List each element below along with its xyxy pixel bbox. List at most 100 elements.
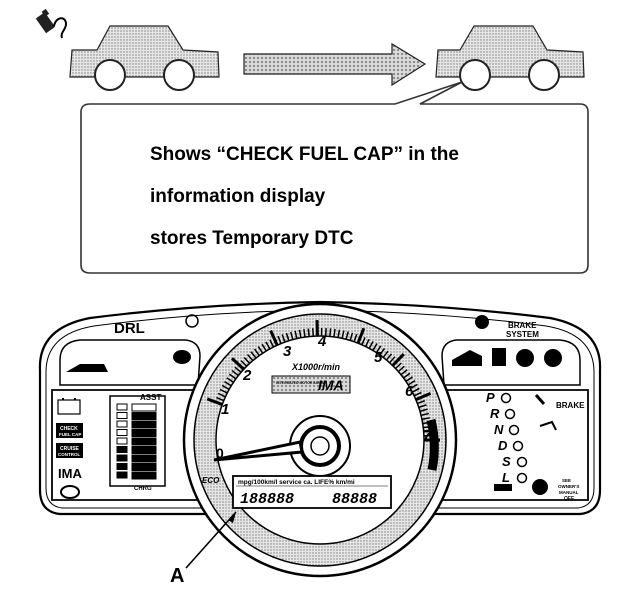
brake-label: BRAKE xyxy=(556,401,585,410)
bar-segment-left xyxy=(116,471,128,479)
instrument-cluster xyxy=(38,300,602,578)
gear-S: S xyxy=(502,454,511,469)
tach-tick xyxy=(418,404,427,409)
tach-tick xyxy=(389,356,396,364)
callout-line-2: information display xyxy=(150,186,326,207)
check-fuel-cap-indicator xyxy=(56,423,83,438)
bar-segment-right xyxy=(131,471,157,480)
chrg-label: CHRG xyxy=(134,486,152,492)
tach-tick xyxy=(341,330,345,339)
tach-tick xyxy=(400,369,408,376)
tach-tick xyxy=(397,365,405,373)
gear-indicator-circle xyxy=(504,408,516,420)
tach-tick xyxy=(391,353,405,367)
tach-tick xyxy=(224,380,232,387)
bar-segment-left xyxy=(116,463,128,470)
asst-label: ASST xyxy=(140,393,161,402)
tach-tick xyxy=(395,362,402,370)
tach-tick xyxy=(405,376,413,383)
tach-tick xyxy=(364,339,370,347)
tach-tick xyxy=(216,396,225,402)
tach-tick xyxy=(413,391,422,397)
door-open-icon xyxy=(452,350,482,366)
bar-segment-right xyxy=(131,446,157,454)
tach-tick xyxy=(228,373,237,380)
tach-tick xyxy=(372,343,378,351)
bar-segment-left xyxy=(116,437,128,445)
tach-tick xyxy=(415,392,432,401)
bar-segment-left xyxy=(116,403,128,411)
battery-icon xyxy=(57,399,81,415)
tach-tick xyxy=(311,328,315,337)
maintenance-wrench-icon xyxy=(539,420,557,431)
high-beam-icon xyxy=(173,350,191,364)
tach-tick xyxy=(385,353,393,361)
tach-tick xyxy=(368,341,374,349)
gear-indicators xyxy=(500,392,528,484)
tach-tick xyxy=(206,397,223,406)
ima-logo: IMA xyxy=(318,377,344,393)
tach-tick xyxy=(329,328,332,337)
tach-tick xyxy=(417,399,426,405)
tach-tick xyxy=(269,330,279,346)
tach-tick xyxy=(349,332,354,341)
check-fuel-cap-label-1: CHECK xyxy=(60,426,78,432)
tach-tick xyxy=(407,380,416,386)
gear-indicator-circle xyxy=(512,440,524,452)
bar-segment-right xyxy=(131,403,157,412)
tach-tick xyxy=(345,331,349,340)
tach-tick xyxy=(221,384,230,391)
oil-pressure-icon xyxy=(66,364,108,372)
tach-tick xyxy=(269,339,275,348)
fuel-cap-icon xyxy=(35,8,68,39)
abs-icon xyxy=(516,349,534,367)
gear-indicator-circle xyxy=(516,472,528,484)
tpms-icon xyxy=(60,485,80,499)
tach-tick xyxy=(379,347,386,356)
display-top-text: mpg/100km/l service ca. LIFE% km/mi xyxy=(238,479,355,486)
tach-tick xyxy=(250,351,257,359)
bar-segment-left xyxy=(116,412,128,419)
tach-tick xyxy=(261,343,267,352)
gear-P: P xyxy=(486,390,495,405)
tach-tick xyxy=(337,329,341,338)
callout-line-3: stores Temporary DTC xyxy=(150,228,354,249)
gear-D: D xyxy=(498,438,508,453)
rpm-unit-label: X1000r/min xyxy=(291,362,341,372)
bar-segment-left xyxy=(116,454,128,462)
ima-indicator-label: IMA xyxy=(58,466,82,481)
brake-system-label-1: BRAKE xyxy=(508,321,537,330)
tach-tick xyxy=(375,345,382,354)
tach-number-5: 5 xyxy=(374,349,383,366)
callout-line-1: Shows “CHECK FUEL CAP” in the xyxy=(150,144,459,165)
drl-label: DRL xyxy=(114,320,145,337)
tach-tick xyxy=(234,366,242,373)
cruise-control-label-2: CONTROL xyxy=(58,452,80,457)
display-digits-left: 188888 xyxy=(240,491,294,508)
seatbelt-icon xyxy=(492,348,506,366)
brake-system-label-2: SYSTEM xyxy=(506,330,539,339)
tach-number-1: 1 xyxy=(221,401,229,418)
tach-tick xyxy=(419,408,428,413)
pointer-label-a: A xyxy=(170,565,185,587)
gear-indicator-circle xyxy=(508,424,520,436)
display-digits-right: 88888 xyxy=(332,491,377,508)
tach-tick xyxy=(281,334,286,343)
gear-indicator-circle xyxy=(500,392,512,404)
tach-tick xyxy=(303,329,306,338)
see-owners-4: OFF xyxy=(564,496,574,502)
tach-tick xyxy=(243,357,251,364)
tach-number-7: 7 xyxy=(423,427,432,444)
transition-arrow xyxy=(243,42,427,87)
tach-tick xyxy=(382,350,389,358)
tach-zero-label: 0 xyxy=(216,445,224,461)
bar-segment-right xyxy=(131,429,157,437)
bar-segment-right xyxy=(131,437,157,446)
tach-tick xyxy=(219,388,228,394)
tach-number-2: 2 xyxy=(242,367,252,384)
fog-light-icon xyxy=(185,314,199,328)
car-right-icon xyxy=(435,25,585,91)
